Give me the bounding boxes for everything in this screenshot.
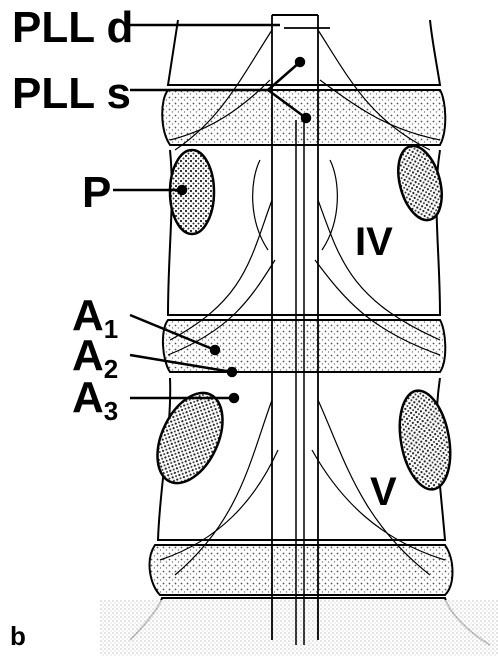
label-pll-s: PLL s [12,69,131,118]
disc-3 [150,545,453,595]
pedicle-upper-left [170,150,214,234]
sacral-stipple [100,600,498,656]
label-vertebra-iv: IV [355,220,393,264]
pedicle-lower-right [393,387,458,494]
panel-letter: b [10,621,26,651]
label-vertebra-v: V [370,470,397,514]
vertebra-top [168,20,440,85]
pedicles [144,141,457,493]
pedicle-lower-left [144,383,235,494]
label-pll-d: PLL d [12,3,133,52]
label-p: P [82,168,111,217]
